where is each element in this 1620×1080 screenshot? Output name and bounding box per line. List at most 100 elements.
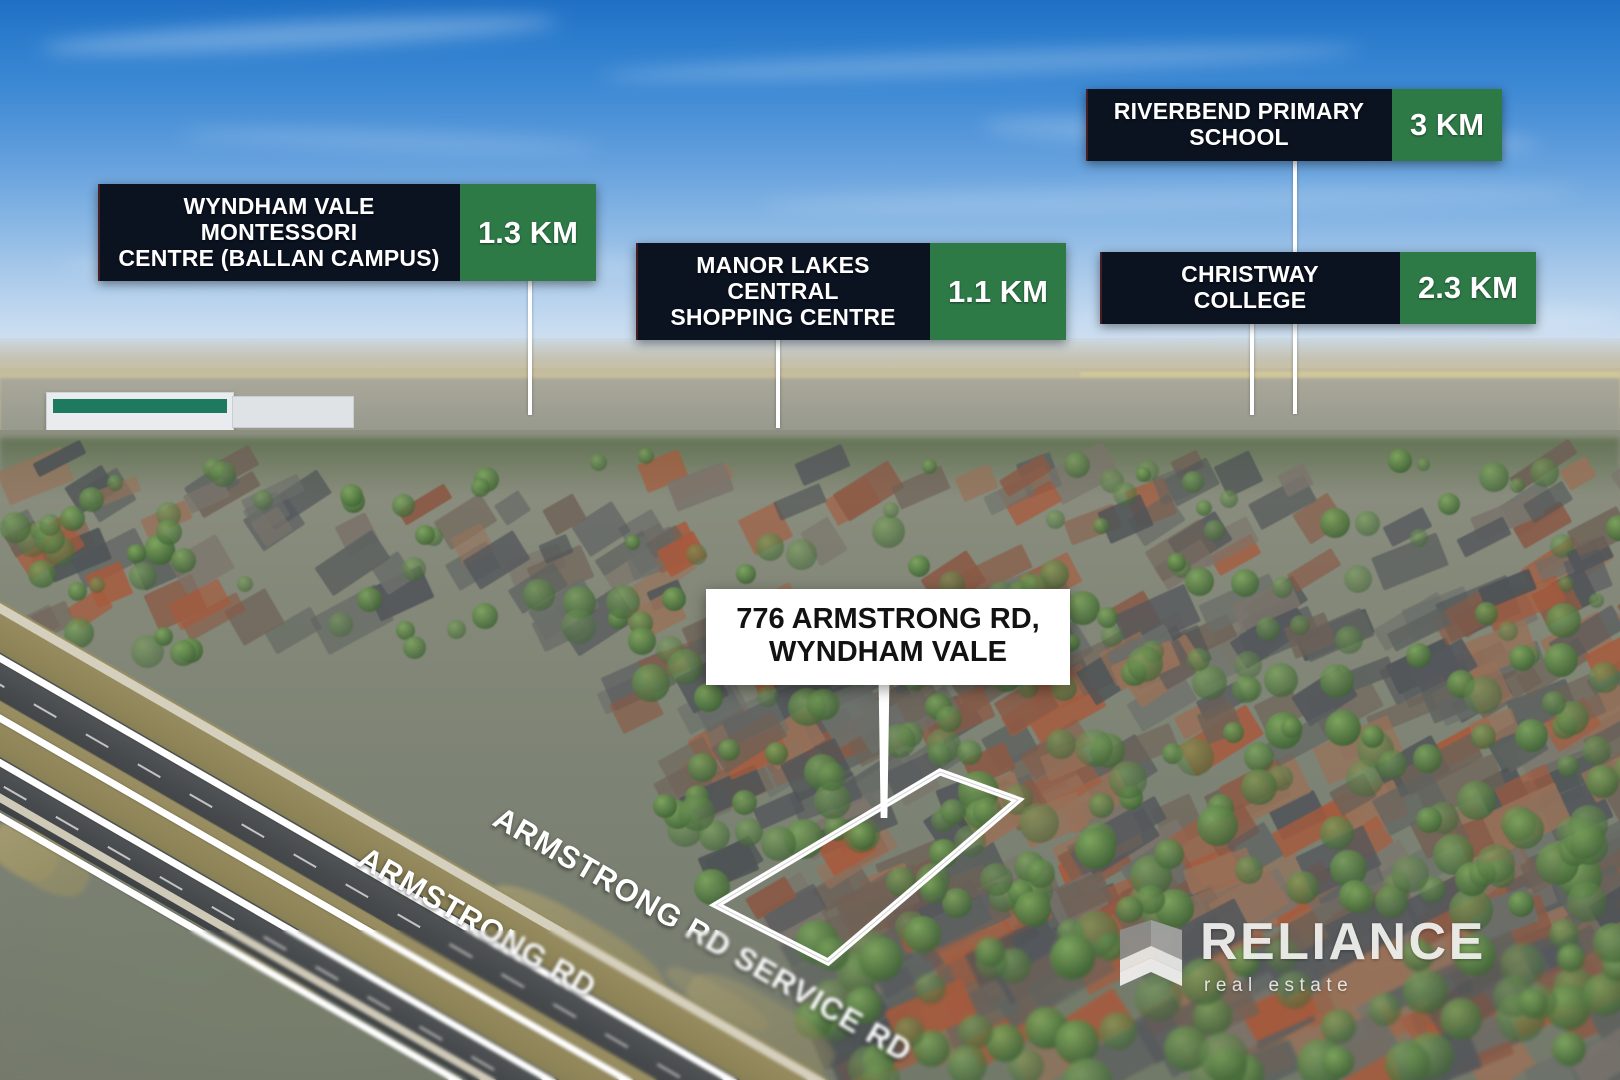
poi-label-riverbend-primary-school[interactable]: RIVERBEND PRIMARY SCHOOL 3 KM (1086, 89, 1503, 161)
tree (1264, 663, 1298, 697)
tree (1019, 803, 1059, 843)
tree (1557, 755, 1579, 777)
tree (1109, 761, 1147, 799)
poi-distance-badge: 1.1 KM (930, 243, 1066, 341)
tree (662, 587, 686, 611)
tree (1154, 839, 1184, 869)
tree (1530, 458, 1559, 487)
tree (1508, 891, 1534, 917)
poi-distance-badge: 2.3 KM (1400, 252, 1536, 324)
tree (1320, 816, 1354, 850)
tree (340, 484, 363, 507)
tree (765, 742, 788, 765)
tree (1244, 742, 1274, 772)
tree (1075, 729, 1113, 767)
tree (1235, 856, 1263, 884)
tree (1410, 529, 1428, 547)
tree (1256, 617, 1280, 641)
tree (883, 502, 899, 518)
tree (1097, 607, 1118, 628)
tree (625, 535, 640, 550)
poi-label-wyndham-vale-montessori[interactable]: WYNDHAM VALE MONTESSORI CENTRE (BALLAN C… (98, 184, 596, 282)
tree (590, 454, 607, 471)
tree (1234, 651, 1262, 679)
tree (786, 539, 817, 570)
retail-building (232, 396, 354, 428)
tree (447, 620, 466, 639)
tree (523, 579, 555, 611)
poi-name: WYNDHAM VALE MONTESSORI CENTRE (BALLAN C… (98, 184, 460, 282)
tree (89, 577, 105, 593)
poi-label-christway-college[interactable]: CHRISTWAY COLLEGE 2.3 KM (1100, 252, 1536, 324)
tree (1204, 520, 1225, 541)
callout-pointer (878, 668, 890, 818)
tree (1582, 736, 1611, 765)
tree (1546, 603, 1581, 638)
tree (1558, 576, 1574, 592)
tree (131, 635, 164, 668)
poi-distance-badge: 3 KM (1392, 89, 1503, 161)
poi-name: MANOR LAKES CENTRAL SHOPPING CENTRE (636, 243, 930, 341)
tree (957, 740, 982, 765)
tree (1281, 717, 1302, 738)
tree (1406, 643, 1431, 668)
tree (1550, 534, 1574, 558)
tree (0, 512, 31, 543)
tree (1498, 621, 1518, 641)
tree (253, 490, 273, 510)
tree (1075, 828, 1116, 869)
tree (908, 555, 930, 577)
tree (210, 461, 236, 487)
tree (1346, 884, 1376, 914)
tree (1509, 645, 1535, 671)
tree (638, 448, 654, 464)
poi-name: CHRISTWAY COLLEGE (1100, 252, 1400, 324)
reliance-chevron-mark-icon (1120, 920, 1182, 991)
tree (872, 515, 905, 548)
tree (667, 649, 703, 685)
tree (1320, 508, 1350, 538)
tree (1196, 500, 1212, 516)
tree (107, 475, 123, 491)
poi-label-manor-lakes-central[interactable]: MANOR LAKES CENTRAL SHOPPING CENTRE 1.1 … (636, 243, 1066, 341)
tree (1064, 452, 1090, 478)
tree (756, 533, 784, 561)
tree (60, 506, 85, 531)
tree (1231, 569, 1259, 597)
tree (1471, 724, 1496, 749)
tree (79, 487, 104, 512)
poi-name: RIVERBEND PRIMARY SCHOOL (1086, 89, 1392, 161)
tree (653, 794, 677, 818)
tree (628, 627, 656, 655)
tree (403, 636, 426, 659)
tree (237, 576, 253, 592)
tree (922, 459, 937, 474)
tree (1417, 458, 1430, 471)
tree (1515, 719, 1548, 752)
tree (1505, 810, 1544, 849)
tree (718, 739, 740, 761)
tree (1586, 765, 1619, 798)
tree (1416, 807, 1442, 833)
tree (1335, 626, 1363, 654)
connector-line-montessori (528, 245, 532, 415)
tree (1589, 593, 1604, 608)
tree (328, 612, 353, 637)
tree (1606, 515, 1620, 541)
tree (1093, 518, 1109, 534)
tree (1197, 805, 1238, 846)
tree (357, 587, 382, 612)
tree (1378, 750, 1407, 779)
tree (1457, 781, 1496, 820)
tree (1614, 755, 1620, 784)
tree (1510, 478, 1525, 493)
tree (1238, 677, 1262, 701)
tree (1320, 664, 1354, 698)
tree (1476, 844, 1515, 883)
tree (694, 683, 723, 712)
tree (1089, 793, 1114, 818)
tree (156, 519, 182, 545)
tree (1325, 710, 1361, 746)
property-address-callout[interactable]: 776 ARMSTRONG RD, WYNDHAM VALE (706, 589, 1070, 686)
tree (1286, 871, 1319, 904)
